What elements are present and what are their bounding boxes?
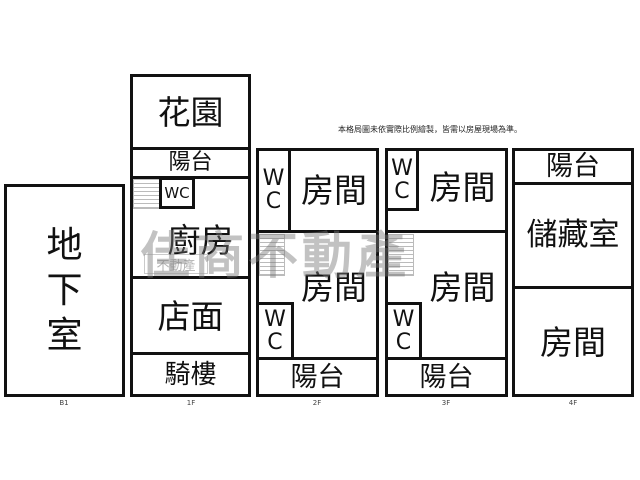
wc-bottom-2f [256,302,294,360]
room-balcony-1f: 陽台 [168,150,213,175]
room-balcony-3f: 陽台 [419,362,474,393]
stairs [388,234,414,276]
room-balcony-2f: 陽台 [290,362,345,393]
room-arcade: 騎樓 [164,360,217,390]
wall [512,286,634,289]
floor-label-3f: 3F [441,399,451,407]
room-basement: 地 下 室 [46,225,83,356]
room-wc-top-2f: W C [262,165,285,214]
room-mid-2f: 房間 [301,267,367,307]
stairs [259,234,285,276]
room-top-2f: 房間 [301,170,367,210]
wc-bottom-3f [385,302,422,360]
wall [385,357,508,360]
wall [130,352,251,355]
room-storage: 儲藏室 [526,217,620,253]
room-4f: 房間 [540,322,606,362]
floor-label-4f: 4F [568,399,578,407]
scale-disclaimer: 本格局圖未依實際比例繪製，皆需以房屋現場為準。 [338,125,522,134]
wall [130,147,251,150]
wall [256,230,379,233]
floor-label-b1: B1 [59,399,69,407]
watermark: 佳商不動產 [140,227,410,285]
wc-1f [159,177,195,209]
floor-label-1f: 1F [186,399,196,407]
room-wc-bottom-3f: W C [392,306,415,355]
room-wc-top-3f: W C [391,155,413,204]
room-top-3f: 房間 [429,168,496,207]
floor-4f [512,148,634,397]
floor-3f [385,148,508,397]
floor-label-2f: 2F [312,399,322,407]
room-wc-bottom-2f: W C [264,306,286,355]
wall [130,276,251,279]
floor-b1 [4,184,125,397]
room-balcony-4f: 陽台 [546,151,600,182]
wall [385,230,508,233]
wall [512,182,634,185]
stairs [133,179,160,209]
floor-1f [130,74,251,397]
wall [256,357,379,360]
floor-2f [256,148,379,397]
room-wc-1f: WC [164,183,190,202]
wc-top-2f [256,148,291,233]
room-shop: 店面 [157,296,224,336]
room-mid-3f: 房間 [429,267,496,307]
watermark-small: 不動產 [144,254,208,274]
room-kitchen: 廚房 [167,220,234,260]
wc-top-3f [385,148,419,211]
room-garden: 花園 [157,92,224,132]
